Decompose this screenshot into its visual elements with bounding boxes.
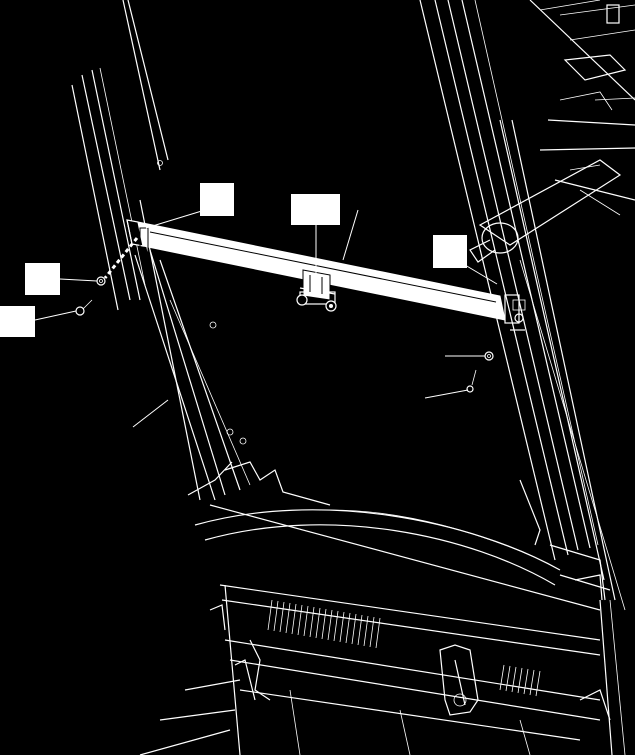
left-end-fittings [75,237,139,316]
vent-grille [267,599,541,697]
leader-lines [34,209,498,428]
left-frame-rails [71,0,251,501]
callout-box-4 [25,263,60,295]
callout-box-5 [0,306,35,337]
callout-box-2 [291,194,340,225]
callout-box-3 [433,235,467,268]
lower-body [187,461,611,611]
callout-box-1 [200,183,234,216]
lower-mechanism [139,574,626,755]
center-bracket [296,269,337,312]
right-frame-rails [419,0,635,611]
upper-right-mechanism [469,0,635,263]
